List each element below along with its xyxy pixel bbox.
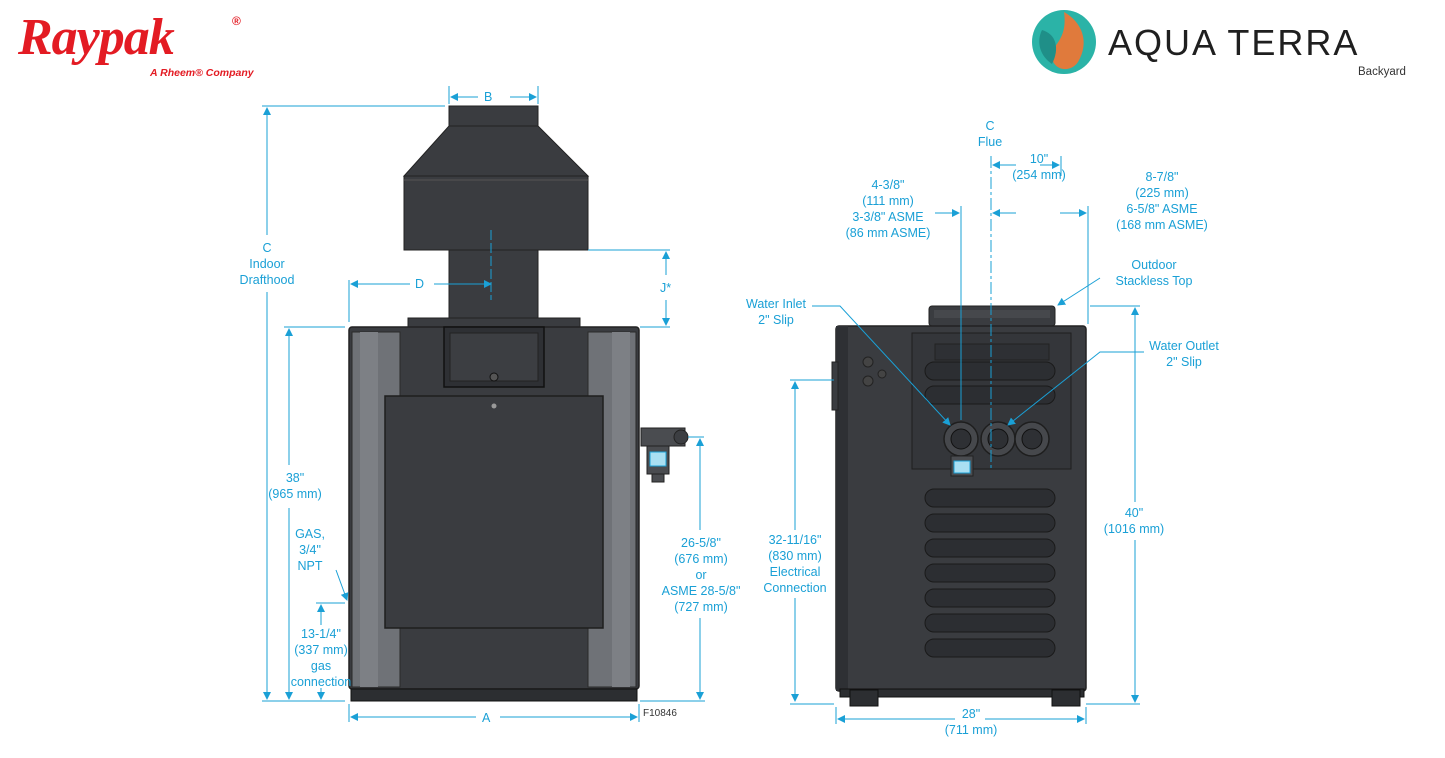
front-view-heater [348, 105, 689, 702]
inlet-offset-label: 4-3/8"(111 mm)3-3/8" ASME(86 mm ASME) [845, 178, 931, 240]
height-38-label: 38"(965 mm) [268, 471, 322, 501]
raypak-tagline: A Rheem® Company [150, 67, 254, 79]
drafthood-top-ring [448, 105, 539, 127]
outlet-offset-label: 8-7/8"(225 mm)6-5/8" ASME(168 mm ASME) [1116, 170, 1208, 232]
drafthood-body [403, 175, 589, 251]
raypak-registered-mark: ® [232, 14, 241, 28]
aqua-terra-wordmark: AQUA TERRA [1108, 22, 1360, 63]
side-view-dimensions [790, 156, 1144, 724]
front-door [384, 395, 604, 629]
raypak-wordmark: Raypak [18, 9, 175, 66]
dim-d-label: D [415, 277, 425, 291]
front-view-dimensions [262, 86, 705, 722]
flue-offset-label: 10"(254 mm) [1012, 152, 1066, 182]
rear-foot [1051, 689, 1081, 707]
front-foot [849, 689, 879, 707]
dim-b-label: B [484, 90, 493, 104]
height-40-label: 40"(1016 mm) [1103, 506, 1165, 536]
drafthood-cone [402, 125, 590, 177]
left-edge-panel [836, 326, 848, 691]
dim-a-label: A [482, 711, 491, 725]
side-base [839, 688, 1085, 698]
aqua-terra-tagline: Backyard [1358, 66, 1406, 78]
front-base [350, 688, 638, 702]
water-connection-fitting [640, 427, 689, 483]
pressure-relief-port [1014, 421, 1050, 457]
side-view-heater [831, 305, 1087, 707]
water-outlet-port [980, 421, 1016, 457]
flue-pipe [448, 249, 539, 321]
water-inlet-port [943, 421, 979, 477]
aqua-terra-emblem-icon [1032, 10, 1096, 74]
side-louvers [924, 488, 1056, 658]
width-28-label: 28"(711 mm) [944, 707, 998, 737]
gas-label: GAS,3/4"NPT [295, 527, 325, 573]
figure-id: F10846 [643, 708, 677, 719]
dim-j-label: J* [660, 281, 672, 295]
